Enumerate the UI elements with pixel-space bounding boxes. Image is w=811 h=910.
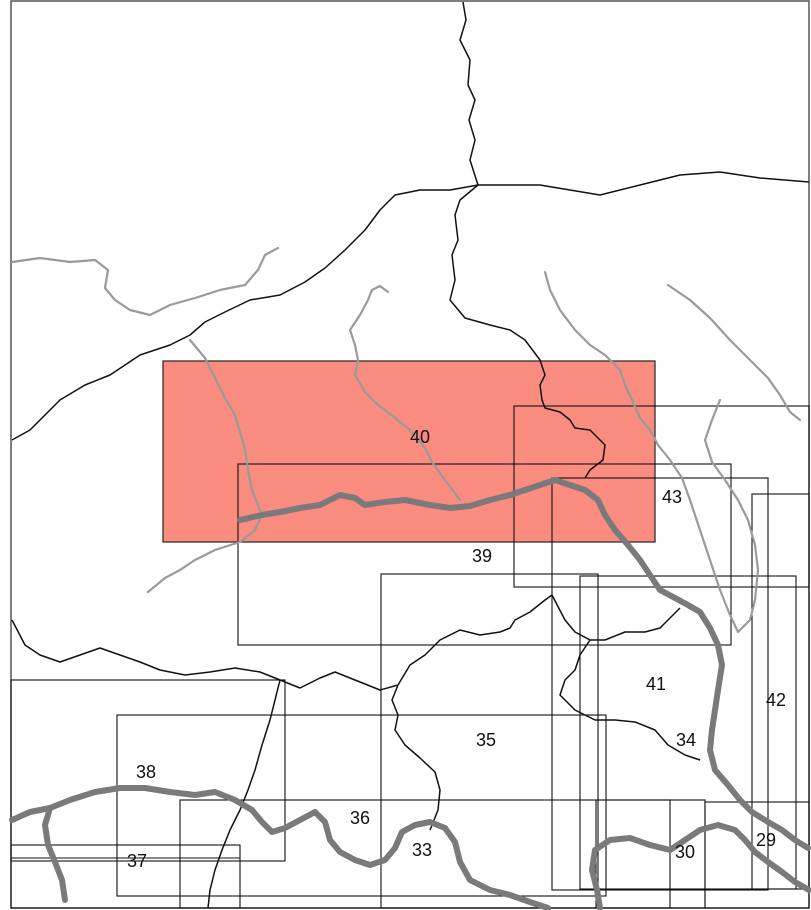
sheet-29-rect[interactable] <box>704 801 810 909</box>
sheet-label-29[interactable]: 29 <box>756 830 776 850</box>
main-river-southwest-branch <box>42 805 68 903</box>
main-river-south <box>9 785 551 910</box>
stream-northeast-b <box>666 283 802 422</box>
sheet-label-39[interactable]: 39 <box>472 546 492 566</box>
border-north-south <box>449 1 606 479</box>
sheet-39-rect[interactable] <box>237 463 732 646</box>
stream-east-branch <box>703 398 760 634</box>
sheet-37-rect[interactable] <box>10 844 241 909</box>
main-rivers <box>9 477 811 910</box>
sheet-label-36[interactable]: 36 <box>350 808 370 828</box>
stream-west-branch <box>146 338 264 594</box>
streams <box>10 246 802 634</box>
border-west-ridge <box>11 184 479 441</box>
administrative-borders <box>11 1 810 909</box>
stream-central-north <box>348 284 462 502</box>
sheet-label-35[interactable]: 35 <box>476 730 496 750</box>
sheet-label-37[interactable]: 37 <box>127 851 147 871</box>
sheet-label-38[interactable]: 38 <box>136 762 156 782</box>
main-river-southeast <box>589 822 811 910</box>
border-far-west <box>207 679 281 909</box>
sheet-labels: 40 43 39 41 42 35 34 38 36 29 33 30 37 <box>127 427 786 871</box>
main-river-north <box>237 477 811 851</box>
border-south-west <box>11 594 553 691</box>
sheet-34-rect[interactable] <box>579 575 797 890</box>
border-south-east <box>551 594 681 641</box>
sheet-label-42[interactable]: 42 <box>766 690 786 710</box>
sheet-41-rect[interactable] <box>551 477 769 891</box>
sheet-label-30[interactable]: 30 <box>675 842 695 862</box>
sheet-label-43[interactable]: 43 <box>662 487 682 507</box>
sheet-grid <box>10 405 810 909</box>
stream-northwest <box>10 246 280 317</box>
border-south-central <box>391 684 441 831</box>
sheet-40-highlight[interactable] <box>162 360 656 543</box>
stream-northeast-a <box>543 270 740 634</box>
border-inner-east <box>559 639 701 761</box>
sheet-label-34[interactable]: 34 <box>676 730 696 750</box>
border-east-ridge <box>478 171 810 196</box>
sheet-36-rect[interactable] <box>116 714 607 897</box>
sheet-38-rect[interactable] <box>10 679 286 862</box>
sheet-label-33[interactable]: 33 <box>412 840 432 860</box>
sheet-label-40[interactable]: 40 <box>410 427 430 447</box>
sheet-label-41[interactable]: 41 <box>646 674 666 694</box>
sheet-33-rect[interactable] <box>179 799 671 909</box>
